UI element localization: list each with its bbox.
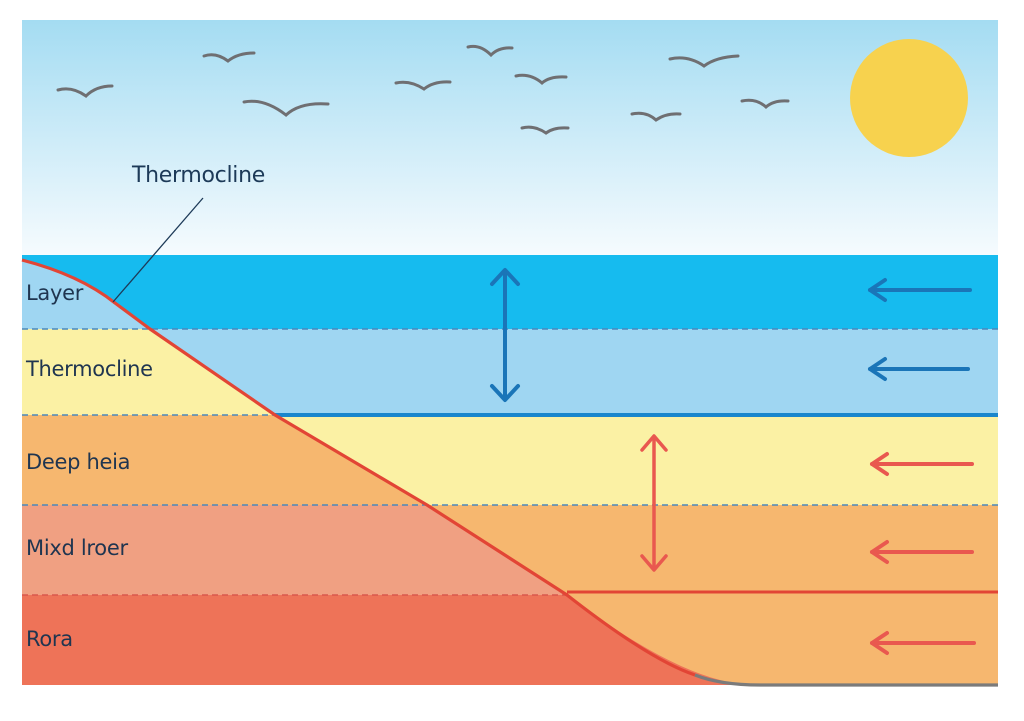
bird-icon — [242, 99, 330, 117]
sun-icon — [850, 39, 968, 157]
bird-icon — [514, 73, 568, 85]
arrow-left-icon — [870, 540, 974, 564]
temperature-profile-line — [21, 258, 696, 677]
layer-band-surface — [22, 255, 998, 329]
profile-fill-red — [22, 595, 740, 685]
bird-icon — [466, 44, 514, 58]
profile-fill-yellow — [22, 329, 275, 415]
profile-fill-salmon — [22, 505, 567, 595]
arrow-left-icon — [868, 357, 970, 381]
thermocline-callout: Thermocline — [132, 163, 265, 188]
layer-label: Thermocline — [26, 357, 153, 381]
bird-icon — [202, 51, 256, 63]
profile-fill-light — [22, 260, 150, 329]
current-arrows-red — [870, 452, 976, 655]
bird-icon — [668, 54, 740, 68]
bird-icon — [630, 111, 682, 122]
bird-icon — [56, 84, 114, 98]
arrow-left-icon — [870, 452, 974, 476]
callout-leader-line — [112, 197, 204, 303]
bird-icon — [394, 80, 452, 91]
arrow-left-icon — [870, 631, 976, 655]
layer-label: Layer — [26, 281, 84, 305]
bird-icon — [740, 98, 790, 110]
bird-icon — [520, 125, 570, 135]
sky — [22, 20, 998, 256]
layer-label: Mixd lroer — [26, 536, 128, 560]
double-arrow-icon — [490, 268, 520, 402]
arrow-left-icon — [868, 278, 972, 302]
layer-label: Rora — [26, 627, 73, 651]
seafloor-line — [694, 673, 998, 687]
current-arrows-blue — [868, 278, 972, 381]
profile-fill-orange — [22, 415, 427, 505]
layer-label: Deep heia — [26, 450, 131, 474]
double-arrow-icon — [640, 434, 668, 572]
birds — [56, 44, 790, 135]
